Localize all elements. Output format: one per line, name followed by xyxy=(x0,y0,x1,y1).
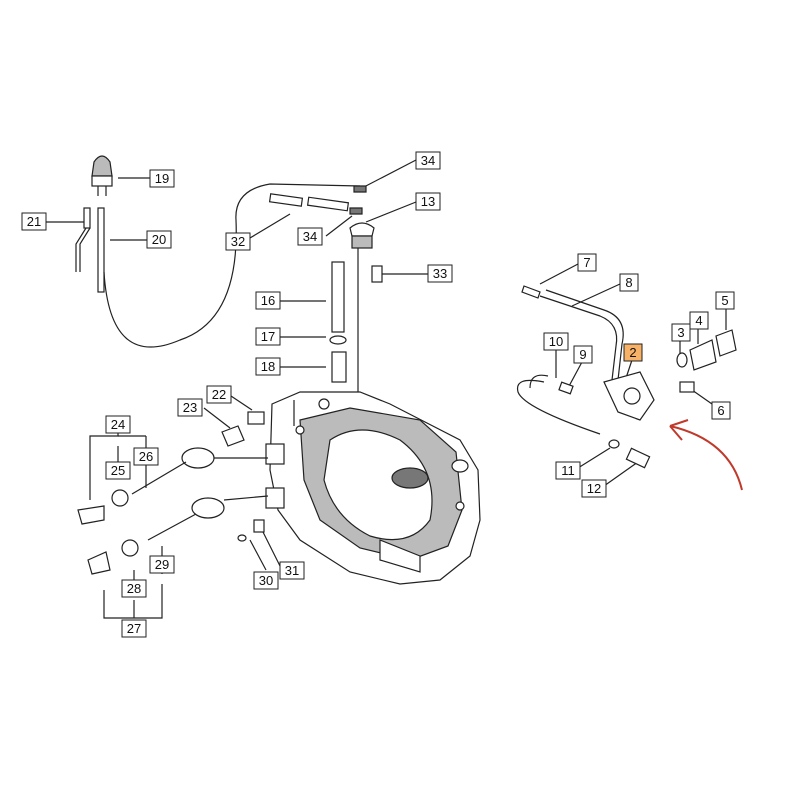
pointer-arrow xyxy=(669,419,743,491)
callout-29: 29 xyxy=(149,555,175,574)
tank-caps xyxy=(77,447,269,575)
hose-and-connectors xyxy=(268,185,375,420)
svg-text:8: 8 xyxy=(625,275,632,290)
callout-13: 13 xyxy=(415,192,441,211)
callout-33: 33 xyxy=(427,264,453,283)
callout-28: 28 xyxy=(121,579,147,598)
svg-text:2: 2 xyxy=(629,345,636,360)
callout-2: 2 xyxy=(623,343,643,362)
svg-text:9: 9 xyxy=(579,347,586,362)
svg-text:30: 30 xyxy=(259,573,273,588)
callout-7: 7 xyxy=(577,253,597,272)
callout-17: 17 xyxy=(255,327,281,346)
svg-text:4: 4 xyxy=(695,313,702,328)
svg-text:26: 26 xyxy=(139,449,153,464)
oil-line-assembly xyxy=(516,285,737,469)
callout-31: 31 xyxy=(279,561,305,580)
callout-25: 25 xyxy=(105,461,131,480)
svg-text:33: 33 xyxy=(433,266,447,281)
svg-text:24: 24 xyxy=(111,417,125,432)
callout-9: 9 xyxy=(573,345,593,364)
svg-text:18: 18 xyxy=(261,359,275,374)
svg-text:11: 11 xyxy=(561,463,575,478)
svg-text:31: 31 xyxy=(285,563,299,578)
callout-4: 4 xyxy=(689,311,709,330)
svg-text:16: 16 xyxy=(261,293,275,308)
callout-18: 18 xyxy=(255,357,281,376)
callout-22: 22 xyxy=(206,385,232,404)
svg-text:25: 25 xyxy=(111,463,125,478)
oil-pump-parts xyxy=(329,261,383,383)
callout-20: 20 xyxy=(146,230,172,249)
svg-text:34: 34 xyxy=(303,229,317,244)
callout-6: 6 xyxy=(711,401,731,420)
svg-text:19: 19 xyxy=(155,171,169,186)
svg-text:23: 23 xyxy=(183,400,197,415)
svg-text:3: 3 xyxy=(677,325,684,340)
svg-text:5: 5 xyxy=(721,293,728,308)
leader-lines xyxy=(46,159,727,619)
callout-21: 21 xyxy=(21,212,47,231)
svg-text:21: 21 xyxy=(27,214,41,229)
svg-text:29: 29 xyxy=(155,557,169,572)
crankcase-housing xyxy=(265,391,481,585)
bolts-and-plugs xyxy=(221,400,295,542)
callout-19: 19 xyxy=(149,169,175,188)
callout-34-top: 34 xyxy=(415,151,441,170)
callout-24: 24 xyxy=(105,415,131,434)
callout-26: 26 xyxy=(133,447,159,466)
svg-text:20: 20 xyxy=(152,232,166,247)
callout-labels: 19 21 20 34 13 32 34 33 16 17 18 22 23 2… xyxy=(21,151,735,638)
callout-12: 12 xyxy=(581,479,607,498)
callout-3: 3 xyxy=(671,323,691,342)
svg-text:6: 6 xyxy=(717,403,724,418)
svg-text:12: 12 xyxy=(587,481,601,496)
svg-text:7: 7 xyxy=(583,255,590,270)
svg-text:22: 22 xyxy=(212,387,226,402)
callout-10: 10 xyxy=(543,332,569,351)
callout-8: 8 xyxy=(619,273,639,292)
svg-text:10: 10 xyxy=(549,334,563,349)
svg-text:17: 17 xyxy=(261,329,275,344)
callout-5: 5 xyxy=(715,291,735,310)
callout-11: 11 xyxy=(555,461,581,480)
callout-23: 23 xyxy=(177,398,203,417)
callout-30: 30 xyxy=(253,571,279,590)
callout-27: 27 xyxy=(121,619,147,638)
svg-text:13: 13 xyxy=(421,194,435,209)
callout-32: 32 xyxy=(225,232,251,251)
callout-34-lower: 34 xyxy=(297,227,323,246)
svg-text:32: 32 xyxy=(231,234,245,249)
fuel-pickup-assembly xyxy=(75,155,361,348)
callout-16: 16 xyxy=(255,291,281,310)
svg-text:34: 34 xyxy=(421,153,435,168)
svg-text:28: 28 xyxy=(127,581,141,596)
svg-text:27: 27 xyxy=(127,621,141,636)
